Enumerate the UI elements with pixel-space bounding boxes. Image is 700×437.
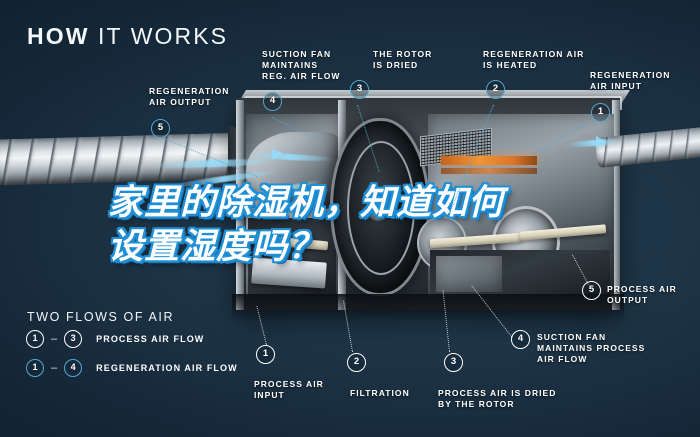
overlay-line-1: 家里的除湿机，知道如何 [108, 183, 505, 223]
cabinet-frame-right [612, 100, 620, 310]
callout-badge-4-suction-fan-process[interactable]: 4 [511, 330, 530, 349]
rotor-hub [367, 195, 389, 221]
callout-badge-3-rotor-dried[interactable]: 3 [350, 80, 369, 99]
callout-badge-5-process-output[interactable]: 5 [582, 281, 601, 300]
callout-badge-4-suction-fan-reg[interactable]: 4 [263, 92, 282, 111]
callout-badge-2-air-heated[interactable]: 2 [486, 80, 505, 99]
airflow-arrow-left [271, 147, 284, 161]
page-title: HOW IT WORKS [27, 23, 228, 50]
legend-title: TWO FLOWS OF AIR [27, 310, 175, 324]
callout-regeneration-air-output-label: REGENERATION AIR OUTPUT [149, 86, 230, 107]
desiccant-rotor [330, 118, 430, 296]
callout-air-heated-label: REGENERATION AIR IS HEATED [483, 49, 585, 70]
overlay-line-2: 设置湿度吗？ [108, 227, 325, 267]
callout-suction-fan-reg-label: SUCTION FAN MAINTAINS REG. AIR FLOW [262, 49, 341, 81]
legend-badge-from-1: 1 [26, 330, 44, 348]
callout-badge-3-process-dried[interactable]: 3 [444, 353, 463, 372]
callout-process-input-label: PROCESS AIR INPUT [254, 379, 324, 400]
legend-dash-2: – [51, 362, 58, 374]
heater-coil-secondary [441, 168, 537, 174]
right-base-block [436, 256, 502, 292]
legend-badge-to-3: 3 [64, 330, 83, 348]
legend-row-process-air-flow: 1 – 3 PROCESS AIR FLOW [26, 330, 204, 348]
callout-process-dried-label: PROCESS AIR IS DRIED BY THE ROTOR [438, 388, 557, 409]
legend-label-process-air-flow: PROCESS AIR FLOW [96, 334, 205, 344]
legend-badge-to-4-blue: 4 [64, 359, 83, 377]
page-title-bold: HOW [27, 23, 90, 49]
legend-badge-from-1-blue: 1 [26, 359, 44, 377]
callout-badge-5-regeneration-output[interactable]: 5 [151, 119, 170, 138]
callout-rotor-dried-label: THE ROTOR IS DRIED [373, 49, 433, 70]
callout-process-output-label: PROCESS AIR OUTPUT [607, 284, 677, 305]
callout-badge-1-regeneration-input[interactable]: 1 [591, 103, 610, 122]
legend-row-regeneration-air-flow: 1 – 4 REGENERATION AIR FLOW [26, 359, 238, 377]
chinese-headline-overlay: 家里的除湿机，知道如何 设置湿度吗？ [108, 181, 608, 269]
callout-suction-fan-process-label: SUCTION FAN MAINTAINS PROCESS AIR FLOW [537, 332, 646, 364]
legend-dash-1: – [51, 333, 58, 345]
callout-regeneration-input-label: REGENERATION AIR INPUT [590, 70, 671, 91]
legend-label-regeneration-air-flow: REGENERATION AIR FLOW [96, 363, 238, 373]
airflow-arrow-right [596, 136, 607, 148]
callout-filtration-label: FILTRATION [350, 388, 410, 398]
heater-coil [441, 156, 537, 165]
dehumidifier-illustration [0, 88, 700, 338]
cabinet-base-shadow [232, 294, 624, 320]
cabinet-frame-left [236, 100, 244, 310]
callout-badge-1-process-input[interactable]: 1 [256, 345, 275, 364]
page-title-rest: IT WORKS [89, 23, 229, 49]
callout-badge-2-filtration[interactable]: 2 [347, 353, 366, 372]
